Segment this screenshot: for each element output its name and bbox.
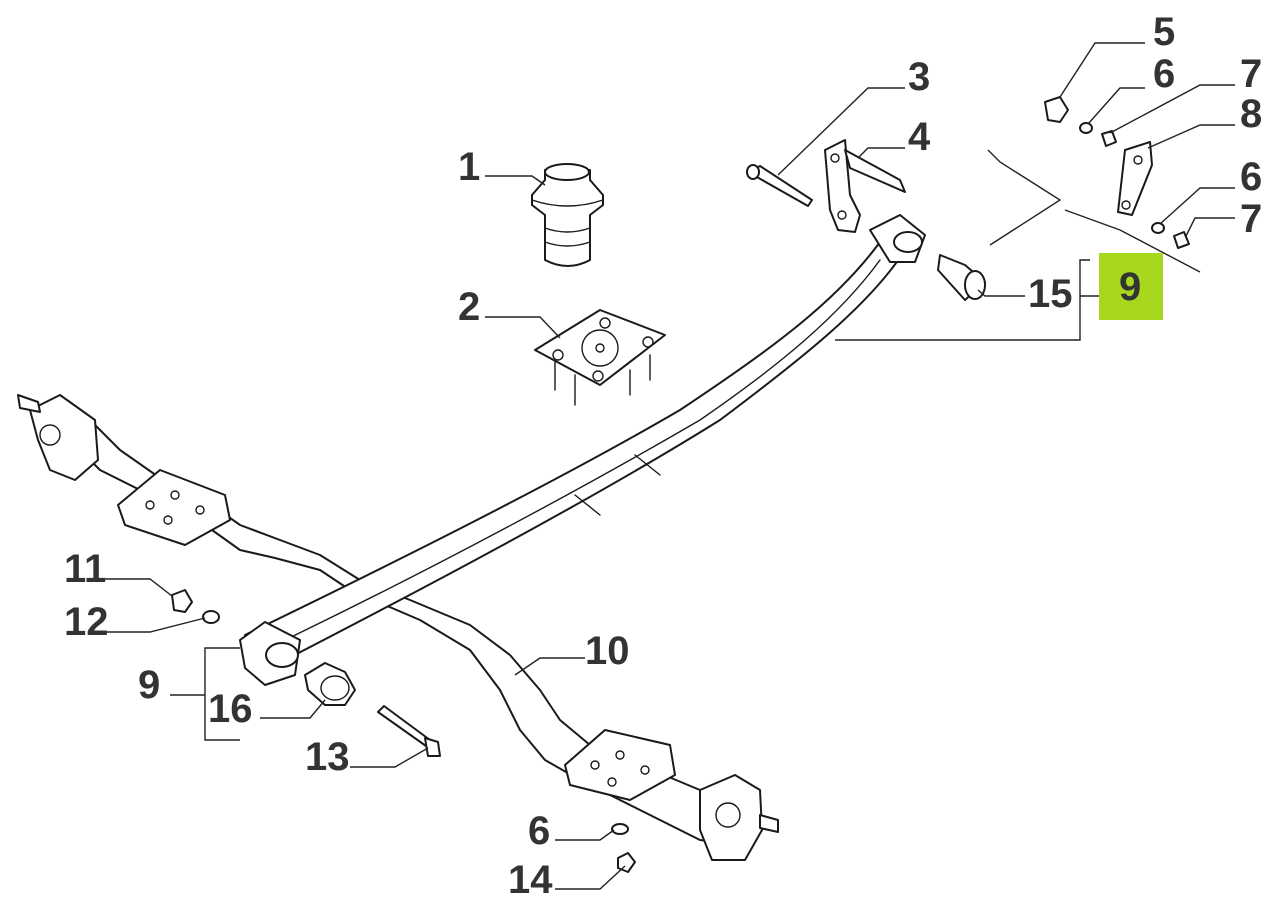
callout-1: 1 <box>458 145 480 189</box>
washer-6b <box>1151 222 1165 234</box>
callout-8: 8 <box>1240 92 1262 136</box>
callout-9-left: 9 <box>138 663 160 707</box>
callout-12: 12 <box>64 600 109 644</box>
callout-13: 13 <box>305 735 350 779</box>
bump-stop <box>531 163 604 267</box>
callout-7-top: 7 <box>1240 52 1262 96</box>
callout-4: 4 <box>908 115 931 159</box>
callout-labels: 1 2 3 4 5 6 7 8 6 7 15 9 11 12 9 10 16 1… <box>64 10 1262 902</box>
callout-5: 5 <box>1153 10 1175 54</box>
hardware-group-left <box>171 589 220 624</box>
shackle-bracket <box>824 139 906 233</box>
callout-6-mid: 6 <box>1240 155 1262 199</box>
nut-7b <box>1173 231 1190 249</box>
callout-6-top: 6 <box>1153 52 1175 96</box>
washer-12 <box>202 610 220 624</box>
callout-7-mid: 7 <box>1240 197 1262 241</box>
bolt-13 <box>377 705 441 757</box>
callout-3: 3 <box>908 55 930 99</box>
callout-10: 10 <box>585 629 630 673</box>
bolt-3 <box>746 164 813 207</box>
callout-15: 15 <box>1028 272 1073 316</box>
callout-11: 11 <box>64 547 106 591</box>
washer-6a <box>1079 122 1093 134</box>
nut-7a <box>1101 130 1117 147</box>
hardware-group-top <box>1044 96 1190 249</box>
axle-beam <box>17 394 779 861</box>
washer-6c <box>611 823 629 835</box>
hardware-group-bottom <box>611 823 636 873</box>
callout-2: 2 <box>458 285 480 329</box>
callout-14: 14 <box>508 858 553 902</box>
nut-11 <box>171 589 193 613</box>
callout-6-bottom: 6 <box>528 809 550 853</box>
callout-9-highlight: 9 <box>1119 265 1141 309</box>
callout-16: 16 <box>208 687 253 731</box>
leaf-spring <box>239 214 926 686</box>
plate-8 <box>1117 141 1153 216</box>
nut-14 <box>617 852 636 873</box>
mount-plate <box>534 309 666 406</box>
nut-5 <box>1044 96 1069 123</box>
leader-lines <box>105 42 1235 890</box>
highlight-box-9 <box>1099 253 1163 320</box>
bushing-16 <box>304 662 356 706</box>
bushing-15 <box>937 254 986 301</box>
